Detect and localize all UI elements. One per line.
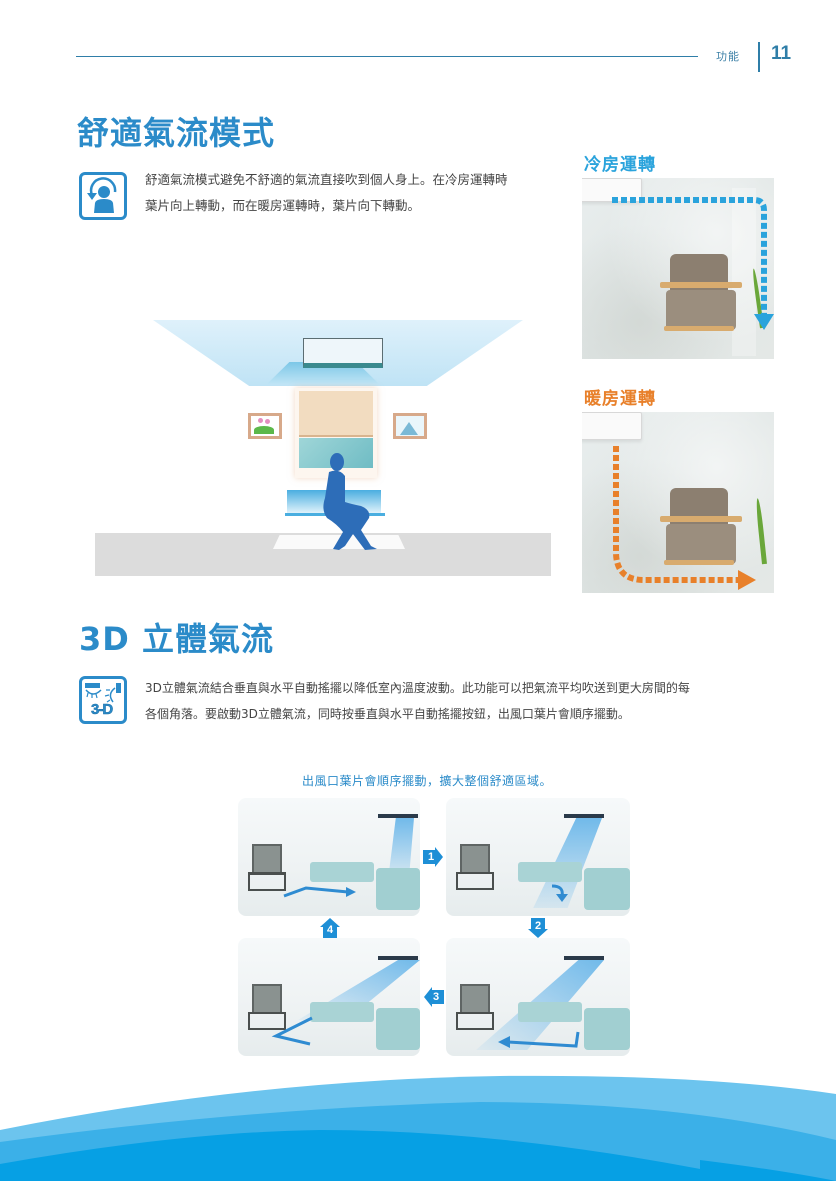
person-rotate-arrow-icon (79, 172, 127, 220)
step-3-arrow-left: 3 (424, 987, 444, 1007)
tv (252, 844, 282, 874)
floor-arrow-icon (551, 884, 568, 902)
comfort-airflow-description: 舒適氣流模式避免不舒適的氣流直接吹到個人身上。在冷房運轉時 葉片向上轉動，而在暖… (145, 167, 565, 219)
heating-mode-label: 暖房運轉 (584, 389, 656, 409)
floor-arrow-icon (283, 886, 356, 898)
swing-step-image-1 (238, 798, 420, 916)
armchair (376, 868, 420, 910)
heating-airflow-arrow-icon (613, 446, 756, 590)
swing-step-image-4 (238, 938, 420, 1056)
mountain-picture (393, 413, 427, 439)
header-rule (76, 56, 698, 57)
step-1-arrow-right: 1 (423, 847, 443, 867)
description-line-1: 舒適氣流模式避免不舒適的氣流直接吹到個人身上。在冷房運轉時 (145, 172, 508, 187)
description-line-1: 3D立體氣流結合垂直與水平自動搖擺以降低室內溫度波動。此功能可以把氣流平均吹送到… (145, 681, 690, 695)
ac-unit (582, 412, 642, 440)
floor-arrow-icon (271, 1016, 313, 1046)
page-number: 11 (771, 43, 792, 64)
sofa (310, 862, 374, 882)
swing-step-image-2 (446, 798, 630, 916)
3d-icon-text: 3-D (91, 701, 114, 719)
description-line-2: 各個角落。要啟動3D立體氣流，同時按垂直與水平自動搖擺按鈕，出風口葉片會順序擺動… (145, 707, 630, 721)
3d-airflow-title: 3D 立體氣流 (79, 620, 274, 658)
comfort-airflow-title: 舒適氣流模式 (77, 114, 276, 152)
description-line-2: 葉片向上轉動，而在暖房運轉時，葉片向下轉動。 (145, 198, 421, 213)
cooling-mode-photo (582, 178, 774, 359)
3d-airflow-description: 3D立體氣流結合垂直與水平自動搖擺以降低室內溫度波動。此功能可以把氣流平均吹送到… (145, 675, 775, 727)
step-2-arrow-down: 2 (528, 918, 548, 938)
swing-step-image-3 (446, 938, 630, 1056)
window-blind (299, 391, 373, 435)
cooling-mode-label: 冷房運轉 (584, 155, 656, 175)
step-4-arrow-up: 4 (320, 918, 340, 938)
heating-mode-photo (582, 412, 774, 593)
seated-person-figure (323, 453, 377, 550)
section-label: 功能 (716, 50, 740, 63)
3d-airflow-icon: 3-D (79, 676, 127, 724)
footer-wave-decoration (0, 1060, 836, 1181)
header-divider (758, 42, 760, 72)
flower-picture (248, 413, 282, 439)
comfort-room-illustration (95, 300, 551, 580)
3d-airflow-caption: 出風口葉片會順序擺動，擴大整個舒適區域。 (302, 774, 553, 788)
cooling-airflow-arrow-icon (612, 197, 774, 330)
floor-arrow-icon (498, 1031, 580, 1048)
wall-ac-unit (303, 338, 383, 368)
